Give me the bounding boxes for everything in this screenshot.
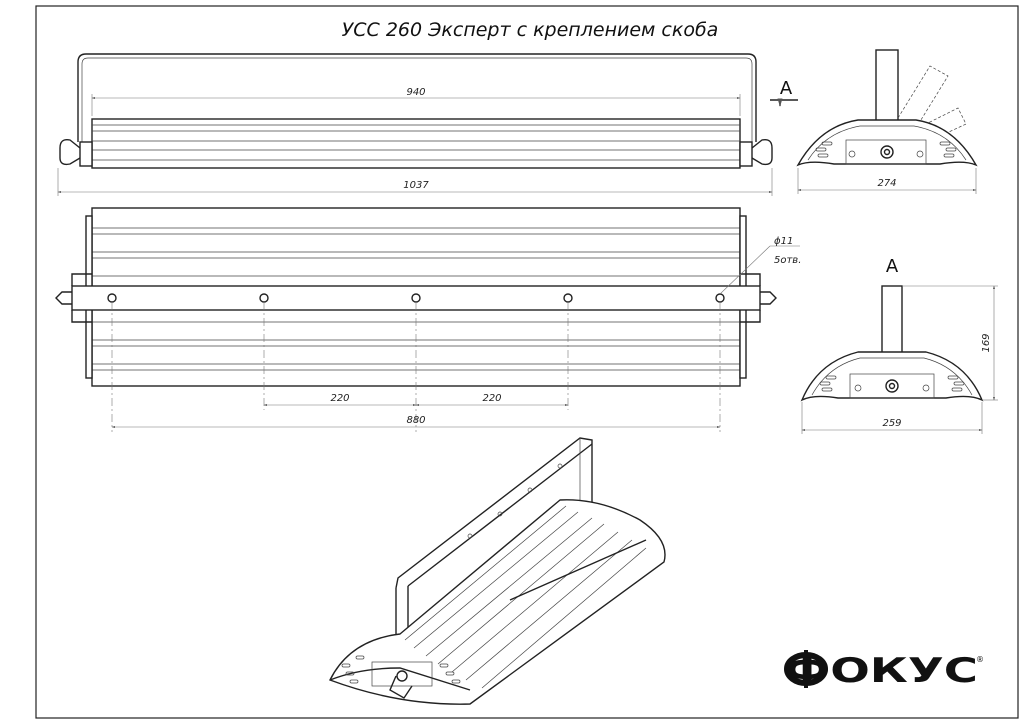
dim-view-a-width: 259 [882,418,901,429]
sheet-frame [35,5,1019,719]
drawing-title: УСС 260 Эксперт с креплением скоба [342,19,719,41]
view-a-housing [800,351,984,402]
isometric-view [329,437,666,705]
left-wing-nut [59,138,81,166]
dim-hole-diameter: ϕ11 [774,236,793,247]
view-marker-a: A [780,78,793,99]
view-a-label: A [886,256,899,277]
front-view: 940 1037 A [57,53,798,196]
dim-total-length: 1037 [403,180,429,191]
dim-view-a-height: 169 [981,333,992,352]
brand-logo: ФОКУС ® [784,650,984,691]
logo-text: ФОКУС [784,651,978,691]
dim-hole-span: 880 [406,415,425,426]
logo-registered-mark: ® [976,655,984,664]
view-a: A 169 259 [800,256,998,434]
iso-housing [329,499,666,705]
dim-hole-count: 5отв. [774,255,801,266]
dim-side-width: 274 [877,178,896,189]
front-view-housing [91,118,741,169]
front-view-bracket [77,53,757,142]
side-view: 274 [796,49,978,194]
dim-housing-length: 940 [406,87,425,98]
dim-spacing-right: 220 [482,393,501,404]
bottom-view: ϕ11 5отв. 220 220 880 [55,207,801,432]
dim-spacing-left: 220 [330,393,349,404]
right-screw [760,291,777,305]
right-wing-nut [751,138,773,166]
left-screw [55,291,72,305]
